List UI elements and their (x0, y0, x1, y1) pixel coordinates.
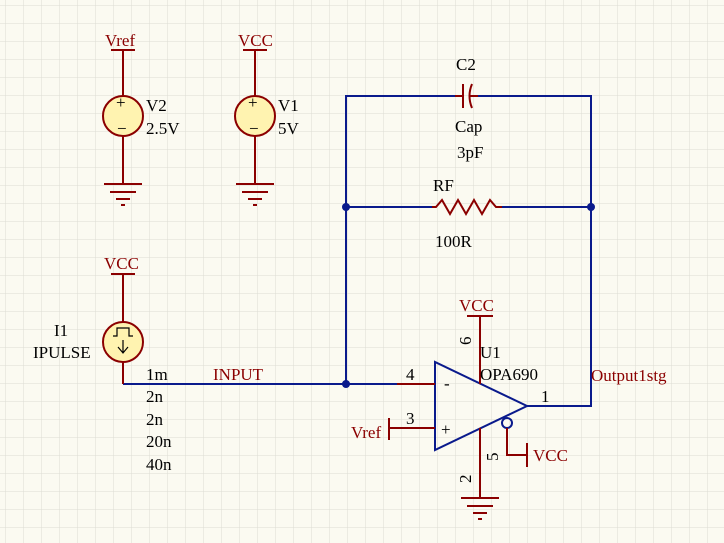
opamp-minus-sign: - (444, 374, 450, 393)
power-port-label: VCC (459, 296, 494, 315)
component-name: Cap (455, 117, 482, 136)
junction-dot (342, 380, 350, 388)
power-port-label: VCC (104, 254, 139, 273)
pulse-param: 2n (146, 387, 164, 406)
power-port-label: Vref (351, 423, 381, 442)
resistor-rf[interactable] (432, 197, 502, 217)
current-source-i1[interactable] (102, 273, 144, 384)
component-designator: V1 (278, 96, 299, 115)
capacitor-c2[interactable] (455, 83, 478, 109)
pin-number: 5 (483, 453, 502, 462)
voltage-source-v1[interactable] (234, 49, 276, 206)
net-label-input: INPUT (213, 365, 264, 384)
pin-number: 6 (456, 337, 475, 346)
component-designator: V2 (146, 96, 167, 115)
voltage-source-v2[interactable] (102, 49, 144, 206)
component-value: 3pF (457, 143, 483, 162)
source-plus-sign: + (248, 93, 258, 112)
net-label-output: Output1stg (591, 366, 667, 385)
pulse-param: 20n (146, 432, 172, 451)
ground-icon (461, 497, 499, 520)
component-part: OPA690 (480, 365, 538, 384)
source-minus-sign: − (249, 119, 259, 138)
opamp-plus-sign: + (441, 420, 451, 439)
wires (123, 95, 592, 407)
ground-icon (104, 183, 142, 206)
pulse-waveform-icon (113, 327, 133, 337)
component-type: IPULSE (33, 343, 91, 362)
pulse-param: 1m (146, 365, 168, 384)
arrow-down-icon (117, 340, 129, 354)
pin-number: 1 (541, 387, 550, 406)
pin-number: 2 (456, 475, 475, 484)
pin-number: 4 (406, 365, 415, 384)
component-designator: I1 (54, 321, 68, 340)
component-designator: RF (433, 176, 454, 195)
component-designator: C2 (456, 55, 476, 74)
component-designator: U1 (480, 343, 501, 362)
source-plus-sign: + (116, 93, 126, 112)
power-port-label: Vref (105, 31, 135, 50)
pulse-param: 40n (146, 455, 172, 474)
opamp-u1[interactable] (388, 315, 530, 520)
pin-number: 3 (406, 409, 415, 428)
component-value: 2.5V (146, 119, 180, 138)
pin-disable (506, 428, 527, 456)
resistor-zigzag (432, 197, 502, 217)
power-port-label: VCC (238, 31, 273, 50)
pulse-param: 2n (146, 410, 164, 429)
wire-feedback-right (478, 95, 592, 407)
source-minus-sign: − (117, 119, 127, 138)
capacitor-plate-curved (468, 83, 473, 109)
component-value: 5V (278, 119, 300, 138)
junction-dot (587, 203, 595, 211)
power-port-label: VCC (533, 446, 568, 465)
junction-dot (342, 203, 350, 211)
wire-feedback-left (345, 95, 455, 384)
ground-icon (236, 183, 274, 206)
component-value: 100R (435, 232, 473, 251)
